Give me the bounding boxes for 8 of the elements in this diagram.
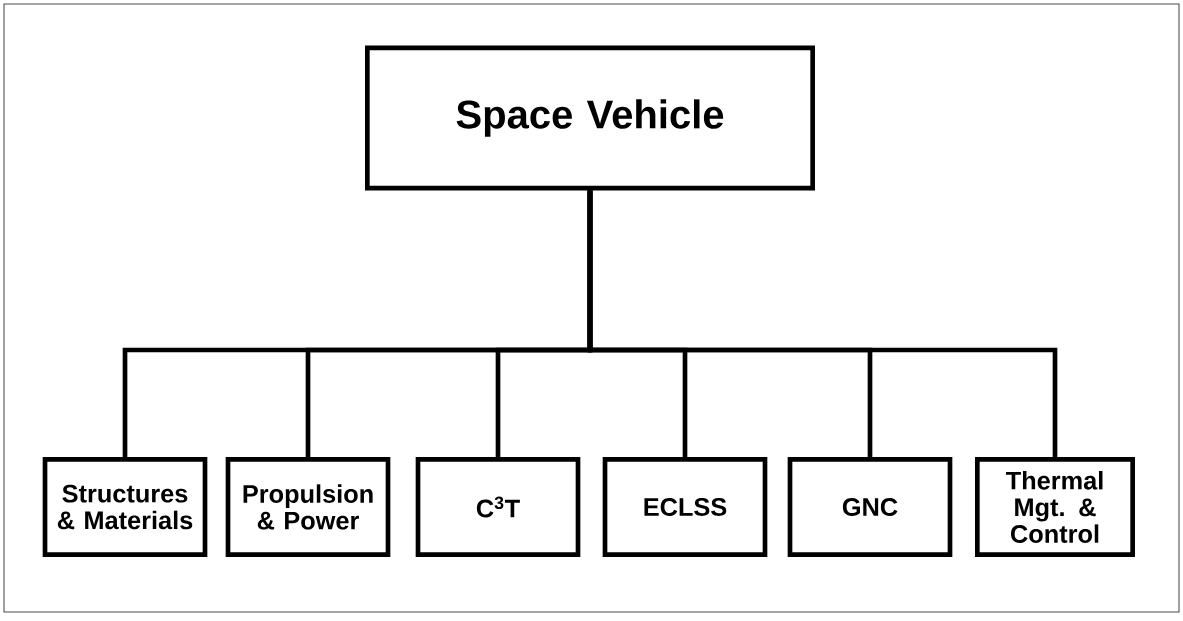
subsystem-box: C$^{3}$T [415, 457, 581, 557]
subsystem-box: Propulsion & Power [225, 457, 391, 557]
subsystem-box: ECLSS [602, 457, 768, 557]
subsystem-box: Structures & Materials [42, 457, 208, 557]
connector-line [587, 190, 1058, 457]
subsystem-box: GNC [787, 457, 953, 557]
title-box: Space Vehicle [365, 45, 815, 191]
subsystem-box: Thermal Mgt. & Control [975, 457, 1135, 557]
